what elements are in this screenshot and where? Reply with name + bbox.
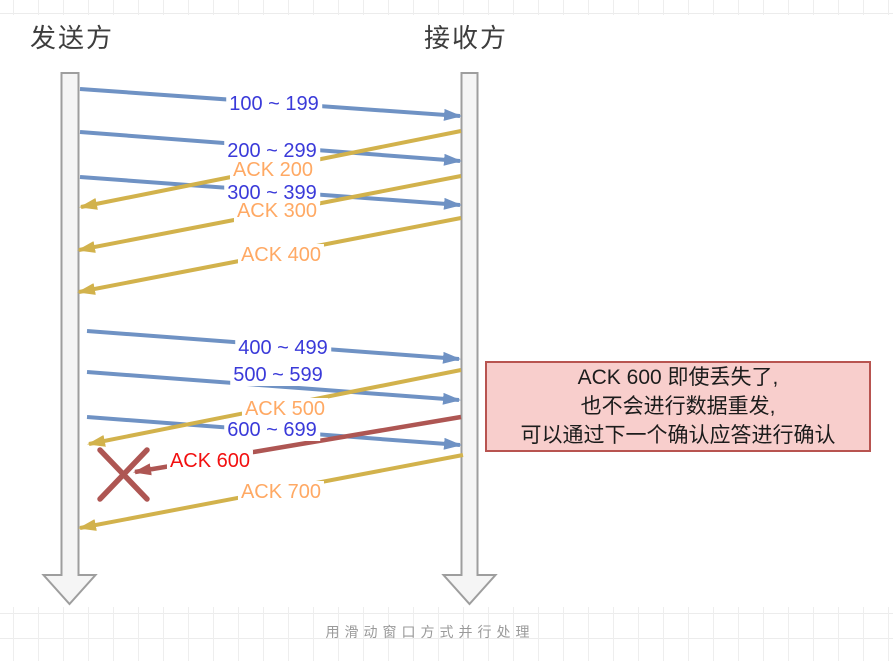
packet-loss-x-mark [97,447,150,502]
receiver-title: 接收方 [424,23,509,53]
ack-label-300: ACK 300 [233,200,321,222]
segment-label-600-699: 600 ~ 699 [224,419,320,441]
annotation-note: ACK 600 即使丢失了, 也不会进行数据重发, 可以通过下一个确认应答进行确… [485,361,871,452]
segment-label-400-499: 400 ~ 499 [235,337,331,359]
segment-label-500-599: 500 ~ 599 [230,364,326,386]
receiver-lifeline [441,72,498,606]
note-line: 可以通过下一个确认应答进行确认 [520,424,836,447]
note-line: ACK 600 即使丢失了, [577,366,779,389]
segment-label-100-199: 100 ~ 199 [226,93,322,115]
ack-label-200: ACK 200 [229,159,317,181]
arrow-500-599 [86,370,461,405]
sender-lifeline [41,72,98,606]
ack-label-500: ACK 500 [241,398,329,420]
diagram-caption: 用滑动窗口方式并行处理 [325,624,535,640]
sender-title: 发送方 [30,23,115,53]
segment-label-200-299: 200 ~ 299 [224,140,320,162]
ack-label-700: ACK 700 [237,481,325,503]
ack-label-600-lost: ACK 600 [166,450,254,472]
note-line: 也不会进行数据重发, [580,395,776,418]
ack-label-400: ACK 400 [237,244,325,266]
segment-label-300-399: 300 ~ 399 [224,182,320,204]
